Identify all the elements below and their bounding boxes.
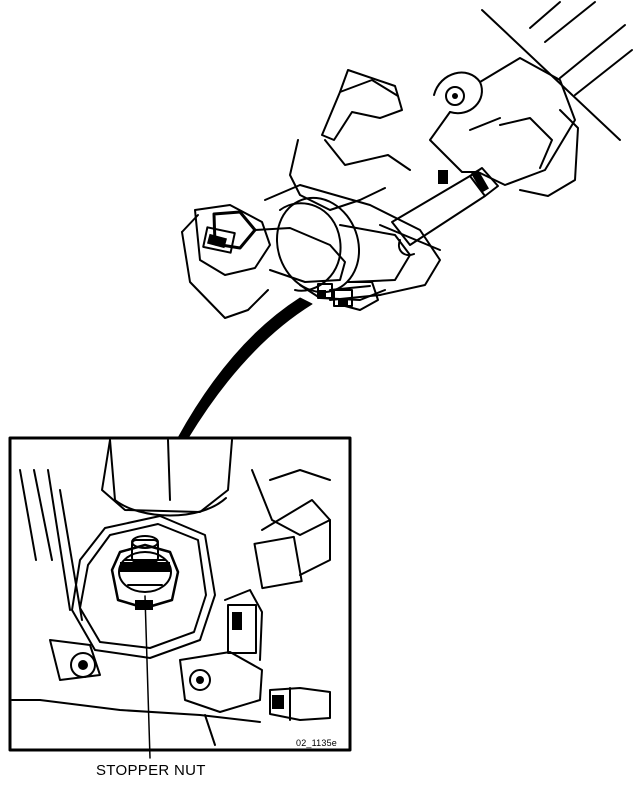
shading [207,93,489,306]
detail-shading [78,562,284,709]
figure-code: 02_1135e [296,738,337,748]
steering-shaft [481,1,633,141]
column-bracket [289,57,579,211]
detail-frame [8,436,352,752]
callout-leader [144,595,151,759]
leader-band [177,297,313,439]
stopper-nut-label: STOPPER NUT [96,762,206,779]
lock-body [181,204,346,319]
detail-view [11,439,331,746]
